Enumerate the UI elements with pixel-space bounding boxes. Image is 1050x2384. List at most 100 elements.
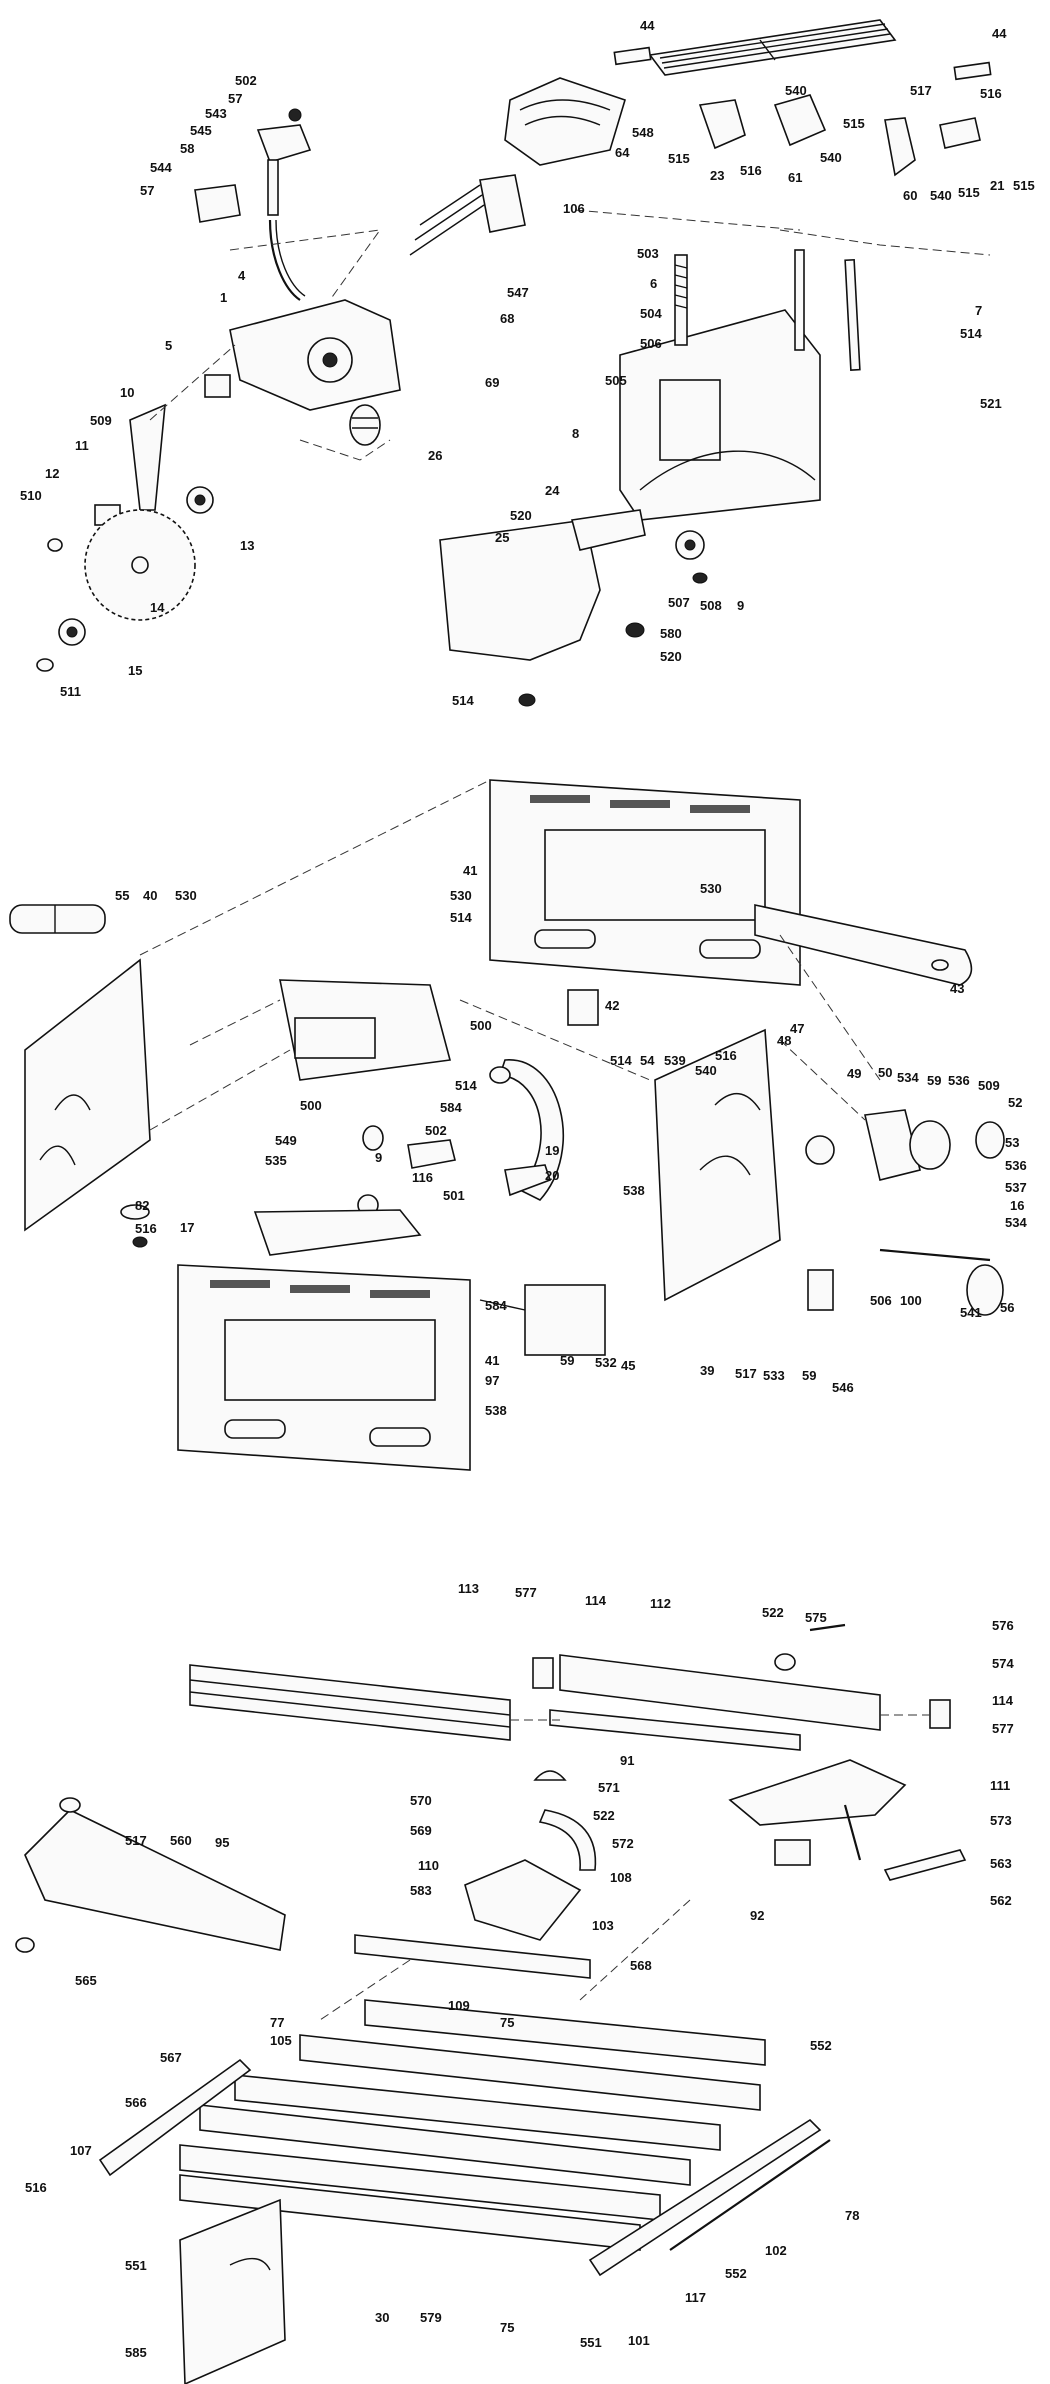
callout-label: 53 — [1005, 1135, 1019, 1150]
callout-label: 64 — [615, 145, 630, 160]
callout-label: 20 — [545, 1168, 559, 1183]
fence-profile — [189, 1664, 511, 1741]
callout-label: 530 — [700, 881, 722, 896]
callout-label: 510 — [20, 488, 42, 503]
side-panel-right — [654, 1028, 781, 1302]
callout-label: 577 — [515, 1585, 537, 1600]
callout-label: 60 — [903, 188, 917, 203]
callout-label: 55 — [115, 888, 129, 903]
callout-label: 26 — [428, 448, 442, 463]
bracket-23 — [698, 99, 746, 150]
blade-guard — [439, 519, 601, 661]
callout-label: 12 — [45, 466, 59, 481]
callout-label: 517 — [125, 1833, 147, 1848]
callout-label: 580 — [660, 626, 682, 641]
callout-label: 522 — [762, 1605, 784, 1620]
callout-label: 540 — [785, 83, 807, 98]
callout-label: 535 — [265, 1153, 287, 1168]
callout-label: 30 — [375, 2310, 389, 2325]
callout-label: 584 — [485, 1298, 507, 1313]
callout-label: 501 — [443, 1188, 465, 1203]
callout-label: 107 — [70, 2143, 92, 2158]
callout-label: 1 — [220, 290, 227, 305]
tilt-segment — [498, 1059, 564, 1201]
power-cable — [268, 219, 301, 301]
callout-label: 514 — [452, 693, 474, 708]
bracket-24 — [570, 509, 646, 551]
callout-label: 24 — [545, 483, 560, 498]
callout-label: 514 — [450, 910, 472, 925]
table-slat-2 — [299, 2034, 761, 2111]
callout-label: 10 — [120, 385, 134, 400]
angle-scale — [538, 1809, 597, 1871]
end-cap-114-left — [532, 1657, 554, 1689]
rod-vertical — [794, 249, 805, 351]
callout-label: 530 — [175, 888, 197, 903]
side-panel-left — [24, 958, 151, 1232]
switch-plate-57 — [194, 184, 241, 223]
callout-label: 509 — [90, 413, 112, 428]
bracket-61 — [773, 94, 827, 147]
callout-labels: 44 44 502 57 543 545 58 544 57 548 64 10… — [20, 18, 1035, 2360]
handle-43 — [754, 904, 973, 986]
callout-label: 552 — [725, 2266, 747, 2281]
section-table — [15, 1623, 967, 2384]
callout-label: 43 — [950, 981, 964, 996]
end-cap-114-right — [929, 1699, 951, 1729]
callout-label: 116 — [412, 1170, 433, 1185]
callout-label: 112 — [650, 1596, 671, 1611]
rail-112 — [559, 1654, 881, 1731]
switch-block — [256, 124, 312, 163]
rail-101 — [588, 2118, 822, 2277]
switch-shaft — [267, 159, 279, 216]
callout-label: 573 — [990, 1813, 1012, 1828]
callout-label: 45 — [621, 1358, 635, 1373]
table-slat-top — [364, 1999, 766, 2066]
callout-label: 576 — [992, 1618, 1014, 1633]
callout-label: 75 — [500, 2320, 514, 2335]
callout-label: 44 — [992, 26, 1007, 41]
callout-label: 551 — [580, 2335, 602, 2350]
callout-label: 548 — [632, 125, 654, 140]
callout-label: 522 — [593, 1808, 615, 1823]
callout-label: 533 — [763, 1368, 785, 1383]
callout-label: 103 — [592, 1918, 614, 1933]
dust-chute — [24, 1809, 286, 1951]
callout-label: 515 — [1013, 178, 1035, 193]
callout-label: 577 — [992, 1721, 1014, 1736]
callout-label: 549 — [275, 1133, 297, 1148]
callout-label: 570 — [410, 1793, 432, 1808]
callout-label: 25 — [495, 530, 509, 545]
bracket-21 — [939, 117, 981, 149]
callout-label: 520 — [510, 508, 532, 523]
gear-49 — [805, 1135, 835, 1165]
callout-label: 15 — [128, 663, 142, 678]
callout-label: 61 — [788, 170, 802, 185]
callout-label: 534 — [1005, 1215, 1027, 1230]
callout-label: 566 — [125, 2095, 147, 2110]
junction-box — [479, 174, 526, 233]
callout-label: 106 — [563, 201, 585, 216]
threaded-rod — [674, 254, 688, 346]
callout-label: 500 — [470, 1018, 492, 1033]
callout-label: 23 — [710, 168, 724, 183]
callout-label: 59 — [927, 1073, 941, 1088]
callout-label: 75 — [500, 2015, 514, 2030]
callout-label: 13 — [240, 538, 254, 553]
callout-label: 59 — [560, 1353, 574, 1368]
callout-label: 516 — [740, 163, 762, 178]
callout-label: 78 — [845, 2208, 859, 2223]
bolt-510 — [47, 538, 63, 552]
callout-label: 105 — [270, 2033, 292, 2048]
callout-label: 111 — [990, 1778, 1010, 1793]
callout-label: 16 — [1010, 1198, 1024, 1213]
callout-label: 574 — [992, 1656, 1014, 1671]
block-92 — [774, 1839, 811, 1866]
callout-label: 579 — [420, 2310, 442, 2325]
callout-label: 69 — [485, 375, 499, 390]
plate-17 — [253, 1209, 422, 1256]
callout-label: 9 — [375, 1150, 382, 1165]
motor-26 — [349, 404, 381, 446]
rail-107 — [98, 2058, 252, 2177]
